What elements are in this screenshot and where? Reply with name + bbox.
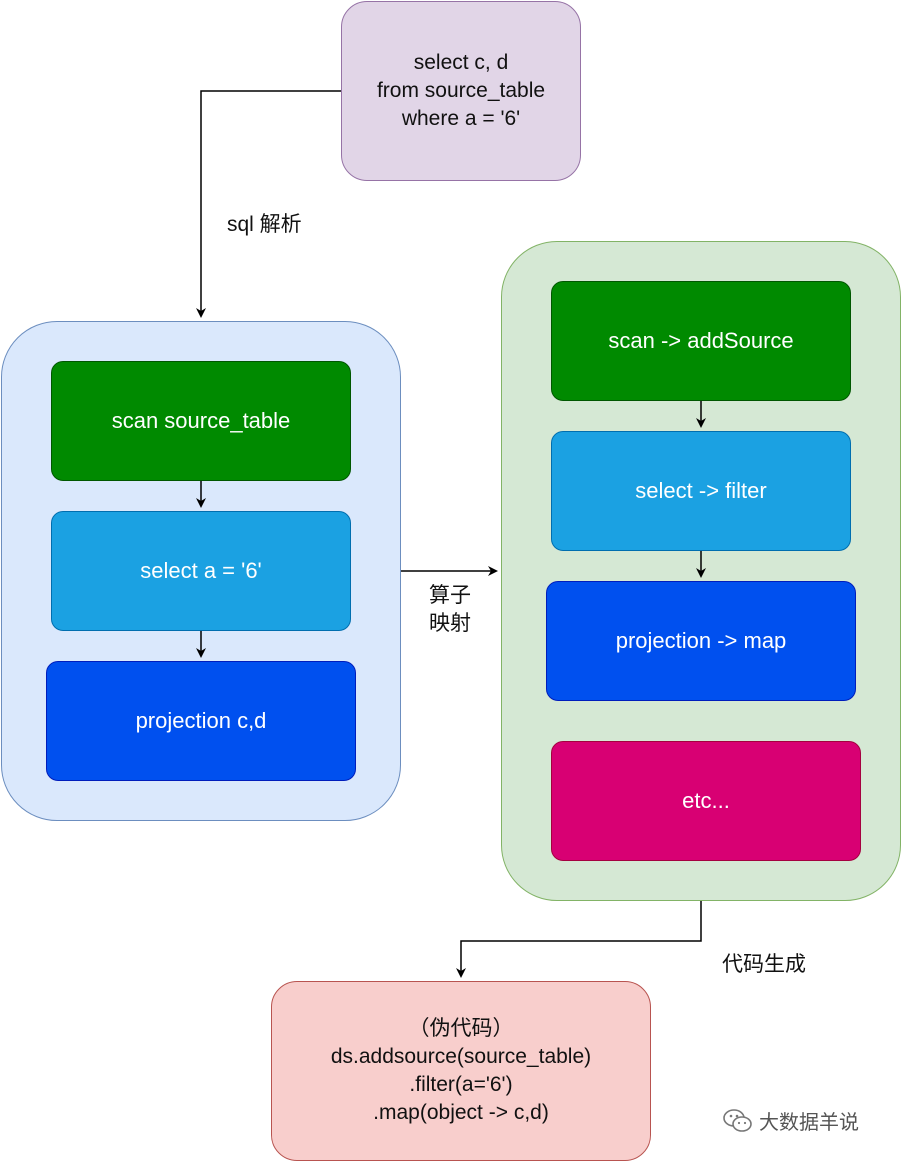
projection-node: projection c,d (46, 661, 356, 781)
node-label: scan -> addSource (608, 328, 794, 353)
code-line: .map(object -> c,d) (373, 1101, 549, 1124)
node-label: etc... (682, 788, 730, 813)
sql-query-box: select c, d from source_table where a = … (341, 1, 581, 181)
node-label: projection c,d (135, 708, 267, 733)
select-filter-node: select -> filter (551, 431, 851, 551)
select-node: select a = '6' (51, 511, 351, 631)
node-label: scan source_table (111, 408, 291, 433)
sql-line: where a = '6' (401, 107, 521, 130)
code-gen-label: 代码生成 (722, 953, 806, 976)
node-label: select -> filter (635, 478, 767, 503)
sql-line: select c, d (413, 51, 509, 74)
node-label: select a = '6' (140, 558, 262, 583)
etc-node: etc... (551, 741, 861, 861)
sql-line: from source_table (376, 79, 546, 102)
sql-to-plan-edge (196, 90, 341, 318)
pseudo-code-box: （伪代码） ds.addsource(source_table) .filter… (271, 981, 651, 1161)
code-line: ds.addsource(source_table) (330, 1045, 592, 1068)
operator-mapping-label: 算子 映射 (420, 582, 480, 638)
wechat-icon (723, 1108, 752, 1132)
mapping-label-line: 算子 (429, 584, 471, 607)
code-line: （伪代码） (408, 1017, 514, 1040)
watermark: 大数据羊说 (723, 1106, 859, 1135)
codegen-edge (456, 901, 702, 978)
projection-map-node: projection -> map (546, 581, 856, 701)
sql-parse-label: sql 解析 (227, 213, 302, 236)
scan-addsource-node: scan -> addSource (551, 281, 851, 401)
mapping-label-line: 映射 (429, 612, 471, 635)
scan-source-table-node: scan source_table (51, 361, 351, 481)
watermark-text: 大数据羊说 (759, 1112, 859, 1134)
code-line: .filter(a='6') (409, 1073, 513, 1096)
node-label: projection -> map (615, 628, 787, 653)
